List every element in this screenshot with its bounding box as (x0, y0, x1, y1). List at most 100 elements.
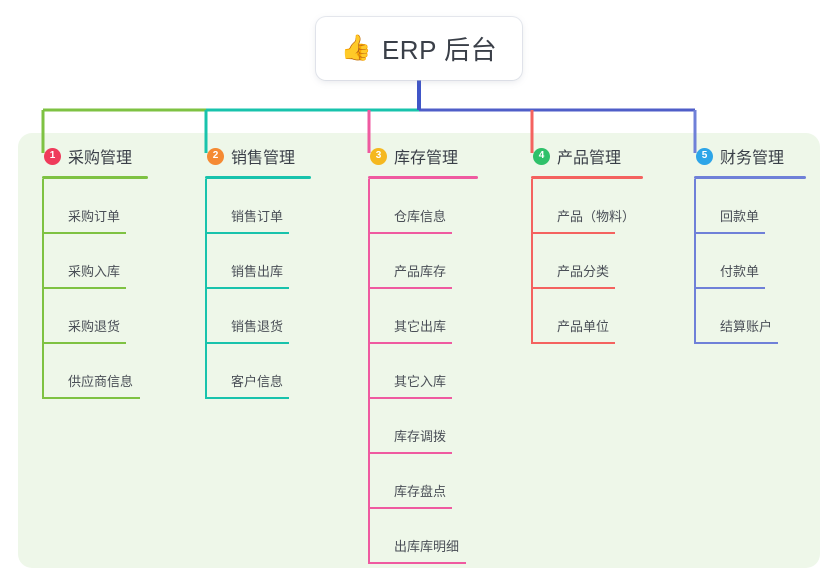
leaf-item-rule (531, 342, 615, 344)
column-title: 产品管理 (557, 150, 622, 167)
column-header-rule (531, 176, 643, 179)
leaf-item[interactable]: 采购订单 (42, 179, 148, 234)
leaf-item-rule (42, 287, 126, 289)
column-title: 财务管理 (720, 150, 785, 167)
column-4: 4 产品管理产品（物料） 产品分类产品单位 (531, 143, 643, 344)
column-header-4[interactable]: 4 产品管理 (531, 143, 643, 169)
leaf-item[interactable]: 销售退货 (205, 289, 311, 344)
leaf-item-rule (368, 397, 452, 399)
root-node[interactable]: 👍 ERP 后台 (316, 17, 522, 80)
column-title: 销售管理 (231, 150, 296, 167)
column-number-badge: 3 (370, 147, 387, 165)
leaf-item-rule (205, 397, 289, 399)
leaf-item-rule (694, 342, 778, 344)
leaf-item-label: 采购入库 (68, 264, 121, 279)
leaf-item-rule (368, 342, 452, 344)
leaf-item-rule (205, 342, 289, 344)
leaf-item-label: 销售出库 (231, 264, 284, 279)
column-1: 1 采购管理采购订单采购入库采购退货供应商信息 (42, 143, 148, 399)
leaf-item-label: 结算账户 (720, 319, 773, 334)
column-spine (531, 179, 533, 344)
column-spine (368, 179, 370, 564)
leaf-item-label: 产品单位 (557, 319, 610, 334)
column-header-rule (694, 176, 806, 179)
leaf-item-rule (368, 452, 452, 454)
leaf-item-rule (531, 232, 615, 234)
leaf-item[interactable]: 产品（物料） (531, 179, 643, 234)
column-spine (205, 179, 207, 399)
leaf-item-label: 产品分类 (557, 264, 610, 279)
column-number-badge: 2 (207, 147, 224, 165)
leaf-item-rule (205, 232, 289, 234)
column-title: 采购管理 (68, 150, 133, 167)
column-header-rule (205, 176, 311, 179)
leaf-item-rule (368, 232, 452, 234)
column-header-2[interactable]: 2 销售管理 (205, 143, 311, 169)
leaf-item-label: 库存调拨 (394, 429, 447, 444)
leaf-item[interactable]: 出库库明细 (368, 509, 478, 564)
leaf-item-label: 销售订单 (231, 209, 284, 224)
leaf-item-label: 产品库存 (394, 264, 447, 279)
leaf-item-rule (42, 342, 126, 344)
leaf-item[interactable]: 结算账户 (694, 289, 806, 344)
leaf-item-label: 库存盘点 (394, 484, 447, 499)
leaf-item-rule (368, 287, 452, 289)
leaf-item-label: 产品（物料） (557, 209, 636, 224)
column-5: 5 财务管理回款单付款单结算账户 (694, 143, 806, 344)
column-3: 3 库存管理仓库信息产品库存其它出库其它入库库存调拨库存盘点出库库明细 (368, 143, 478, 564)
leaf-item[interactable]: 产品分类 (531, 234, 643, 289)
leaf-item-rule (368, 562, 466, 564)
leaf-item[interactable]: 付款单 (694, 234, 806, 289)
thumbs-up-icon: 👍 (340, 34, 372, 62)
leaf-item[interactable]: 库存盘点 (368, 454, 478, 509)
column-items: 回款单付款单结算账户 (694, 179, 806, 344)
leaf-item-rule (42, 232, 126, 234)
column-items: 销售订单销售出库销售退货客户信息 (205, 179, 311, 399)
column-spine (694, 179, 696, 344)
leaf-item-rule (368, 507, 452, 509)
column-number-badge: 4 (533, 147, 550, 165)
column-title: 库存管理 (394, 150, 459, 167)
column-items: 仓库信息产品库存其它出库其它入库库存调拨库存盘点出库库明细 (368, 179, 478, 564)
column-header-rule (42, 176, 148, 179)
leaf-item-label: 回款单 (720, 209, 760, 224)
column-spine (42, 179, 44, 399)
leaf-item[interactable]: 销售订单 (205, 179, 311, 234)
leaf-item[interactable]: 产品库存 (368, 234, 478, 289)
root-title: ERP 后台 (381, 35, 498, 65)
leaf-item-label: 出库库明细 (394, 539, 460, 554)
column-number-badge: 5 (696, 147, 713, 165)
column-header-3[interactable]: 3 库存管理 (368, 143, 478, 169)
diagram-panel (18, 133, 820, 568)
leaf-item-rule (205, 287, 289, 289)
leaf-item[interactable]: 销售出库 (205, 234, 311, 289)
column-header-1[interactable]: 1 采购管理 (42, 143, 148, 169)
leaf-item-label: 其它出库 (394, 319, 447, 334)
leaf-item[interactable]: 采购入库 (42, 234, 148, 289)
leaf-item-label: 其它入库 (394, 374, 447, 389)
leaf-item-label: 采购退货 (68, 319, 121, 334)
leaf-item[interactable]: 采购退货 (42, 289, 148, 344)
leaf-item[interactable]: 回款单 (694, 179, 806, 234)
leaf-item-rule (42, 397, 140, 399)
leaf-item[interactable]: 客户信息 (205, 344, 311, 399)
leaf-item[interactable]: 库存调拨 (368, 399, 478, 454)
leaf-item-label: 供应商信息 (68, 374, 134, 389)
leaf-item[interactable]: 产品单位 (531, 289, 643, 344)
leaf-item[interactable]: 供应商信息 (42, 344, 148, 399)
leaf-item[interactable]: 其它入库 (368, 344, 478, 399)
leaf-item-label: 销售退货 (231, 319, 284, 334)
leaf-item-rule (531, 287, 615, 289)
column-items: 产品（物料） 产品分类产品单位 (531, 179, 643, 344)
column-items: 采购订单采购入库采购退货供应商信息 (42, 179, 148, 399)
leaf-item-rule (694, 232, 765, 234)
column-header-rule (368, 176, 478, 179)
leaf-item-label: 客户信息 (231, 374, 284, 389)
leaf-item-rule (694, 287, 765, 289)
leaf-item[interactable]: 仓库信息 (368, 179, 478, 234)
leaf-item[interactable]: 其它出库 (368, 289, 478, 344)
column-number-badge: 1 (44, 147, 61, 165)
column-header-5[interactable]: 5 财务管理 (694, 143, 806, 169)
column-2: 2 销售管理销售订单销售出库销售退货客户信息 (205, 143, 311, 399)
